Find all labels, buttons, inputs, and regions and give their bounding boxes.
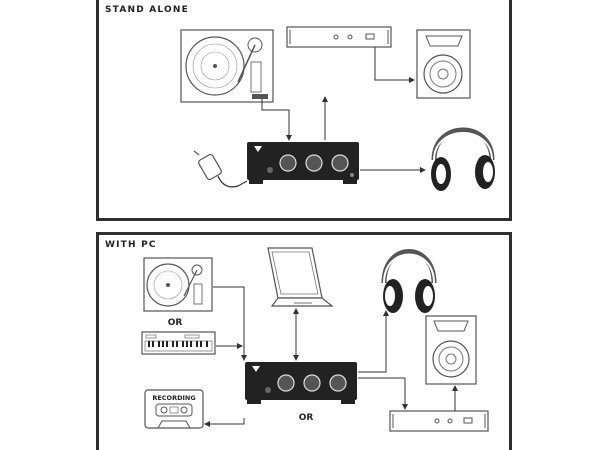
amplifier-icon: [286, 26, 392, 48]
speaker-icon: [416, 29, 471, 99]
preamp-device-icon: [247, 142, 359, 184]
or-label: OR: [168, 318, 183, 328]
turntable-icon: [180, 29, 274, 103]
speaker-pc-icon: [425, 315, 477, 385]
or-label: OR: [299, 413, 314, 423]
cassette-icon: RECORDING: [144, 389, 204, 429]
with-pc-title: WITH PC: [105, 240, 157, 250]
laptop-icon: [267, 247, 334, 307]
keyboard-icon: [141, 331, 216, 355]
headphones-icon: [431, 127, 495, 191]
with-pc-connections: [204, 286, 458, 427]
recording-label: RECORDING: [152, 394, 195, 402]
turntable-pc-icon: [143, 257, 213, 312]
amplifier-pc-icon: [389, 410, 489, 432]
stand-alone-connections: [261, 47, 426, 173]
preamp-pc-device-icon: [245, 362, 357, 404]
stand-alone-title: STAND ALONE: [105, 5, 189, 15]
headphones-pc-icon: [381, 249, 437, 313]
power-adapter-icon: [193, 150, 248, 188]
